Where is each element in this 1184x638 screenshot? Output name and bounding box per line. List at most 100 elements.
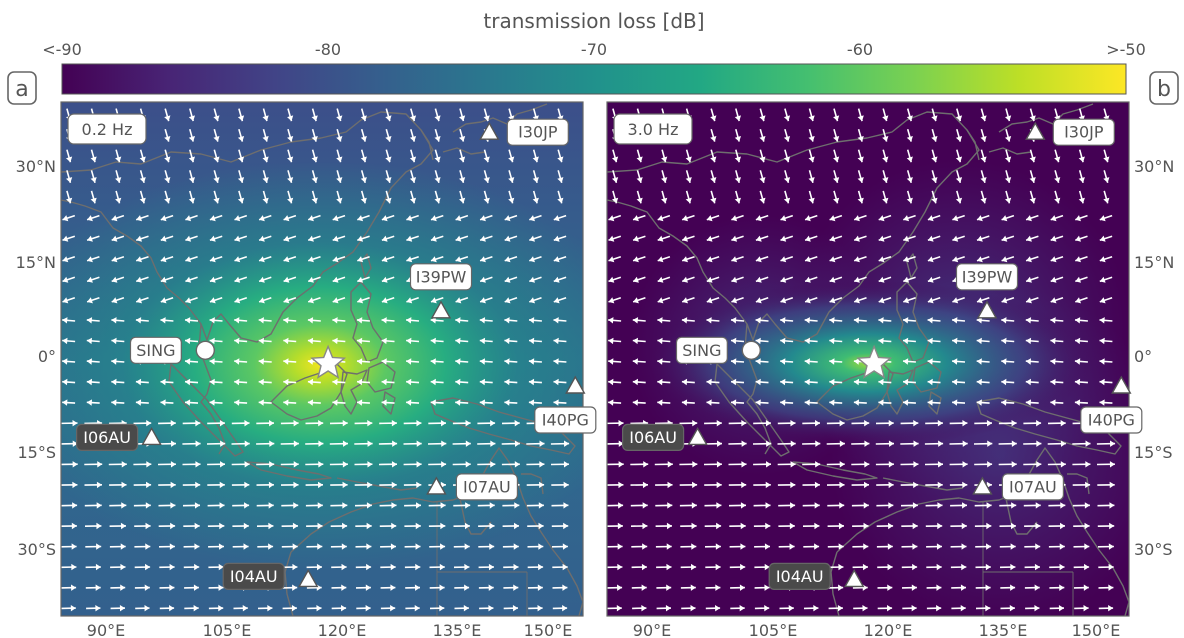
wind-arrow-head	[755, 215, 762, 222]
wind-arrow-head	[96, 502, 102, 509]
wind-arrow-head	[1035, 502, 1041, 509]
wind-arrow-head	[490, 461, 496, 468]
wind-arrow-head	[790, 481, 796, 489]
wind-arrow-head	[862, 605, 868, 612]
wind-arrow-head	[952, 399, 958, 406]
wind-arrow-head	[455, 297, 462, 304]
station-i06au: I06AU	[75, 423, 162, 451]
wind-arrow-head	[755, 358, 761, 365]
wind-arrow-head	[529, 215, 535, 222]
wind-arrow-head	[146, 481, 152, 489]
wind-arrow-head	[783, 177, 791, 183]
wind-arrow-head	[1035, 522, 1041, 530]
wind-arrow-head	[961, 543, 967, 550]
panel-b-letter: b	[1149, 71, 1179, 105]
wind-arrow-head	[666, 543, 672, 550]
lon-tick: 105°E	[749, 621, 798, 638]
wind-arrow-head	[808, 136, 815, 142]
wind-arrow-head	[1036, 420, 1042, 427]
wind-arrow-head	[341, 543, 347, 550]
lat-tick: 15°S	[17, 443, 56, 462]
wind-arrow-head	[283, 276, 290, 283]
wind-arrow-head	[731, 297, 738, 304]
wind-arrow-head	[906, 115, 913, 122]
wind-arrow-head	[185, 276, 192, 283]
wind-arrow-head	[164, 197, 171, 204]
wind-arrow-head	[391, 420, 397, 427]
svg-text:3.0 Hz: 3.0 Hz	[628, 120, 679, 139]
wind-arrow-head	[608, 399, 614, 406]
wind-arrow-head	[1034, 584, 1040, 591]
lat-tick: 30°N	[1134, 157, 1174, 176]
wind-arrow-head	[838, 543, 844, 550]
wind-arrow-head	[1036, 461, 1042, 468]
wind-arrow-head	[1084, 522, 1090, 530]
wind-arrow-head	[911, 584, 917, 591]
wind-arrow-head	[706, 256, 713, 263]
wind-arrow-head	[814, 481, 820, 489]
wind-arrow-head	[160, 297, 167, 304]
lat-tick: 30°N	[16, 157, 56, 176]
wind-arrow-head	[927, 235, 934, 242]
station-triangle-icon	[844, 568, 865, 588]
wind-arrow-head	[657, 337, 663, 345]
wind-arrow-head	[316, 605, 322, 612]
wind-arrow-head	[755, 256, 762, 263]
wind-arrow-head	[1059, 584, 1065, 591]
wind-arrow-head	[360, 197, 367, 204]
wind-arrow-head	[465, 461, 471, 468]
wind-arrow-head	[716, 420, 722, 427]
wind-arrow-head	[360, 115, 367, 122]
wind-arrow-head	[936, 584, 942, 591]
wind-arrow-head	[741, 481, 747, 489]
wind-arrow-head	[120, 522, 126, 530]
wind-arrow-head	[931, 177, 938, 183]
wind-arrow-head	[1083, 605, 1089, 612]
wind-arrow-head	[440, 420, 446, 427]
wind-arrow-head	[332, 256, 339, 263]
wind-arrow-head	[1029, 156, 1036, 163]
wind-arrow-head	[390, 563, 396, 571]
y-axis-ticks-left: 30°N 15°N 0° 15°S 30°S	[16, 157, 56, 559]
wind-arrow-head	[731, 337, 737, 345]
wind-arrow-head	[641, 584, 647, 591]
wind-arrow-head	[854, 235, 860, 242]
wind-arrow-head	[1010, 563, 1016, 571]
wind-arrow-head	[1029, 115, 1036, 122]
wind-arrow-head	[903, 337, 909, 345]
wind-arrow-head	[115, 177, 122, 183]
wind-arrow-head	[788, 605, 794, 612]
wind-arrow-head	[357, 215, 364, 222]
wind-arrow-head	[783, 197, 791, 204]
wind-arrow-head	[740, 502, 746, 509]
wind-arrow-head	[71, 563, 77, 571]
wind-arrow-head	[508, 197, 515, 204]
wind-arrow-head	[237, 156, 245, 163]
wind-arrow-head	[833, 197, 840, 204]
wind-arrow-head	[318, 440, 324, 447]
wind-arrow-head	[878, 317, 884, 324]
wind-arrow-head	[804, 317, 810, 324]
wind-arrow-head	[406, 399, 412, 406]
wind-arrow-head	[632, 399, 638, 406]
wind-arrow-head	[188, 197, 195, 204]
wind-arrow-head	[632, 317, 639, 324]
wind-arrow-head	[986, 502, 992, 509]
wind-arrow-head	[715, 543, 721, 550]
wind-arrow-head	[416, 481, 422, 489]
wind-arrow-head	[480, 235, 486, 242]
wind-arrow-head	[936, 605, 942, 612]
wind-arrow-head	[765, 502, 771, 509]
wind-arrow-head	[259, 235, 265, 242]
wind-arrow-head	[734, 197, 741, 204]
wind-arrow-head	[293, 481, 299, 489]
wind-arrow-head	[262, 156, 269, 163]
wind-arrow-head	[887, 543, 893, 550]
wind-arrow-head	[960, 605, 966, 612]
wind-arrow-head	[145, 543, 151, 550]
wind-arrow-head	[1060, 502, 1066, 509]
wind-arrow-head	[808, 197, 815, 204]
wind-arrow-head	[617, 584, 623, 591]
wind-arrow-head	[439, 584, 445, 591]
wind-arrow-head	[805, 235, 811, 242]
